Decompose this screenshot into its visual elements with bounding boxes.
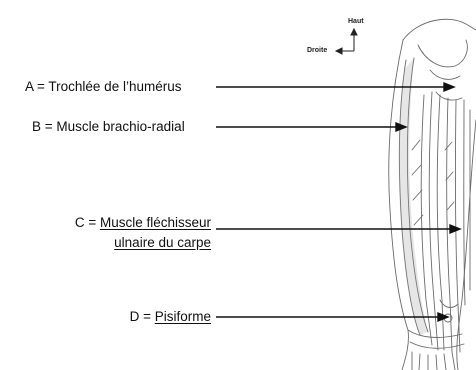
- label-b-prefix: B =: [32, 119, 56, 134]
- label-c: C = Muscle fléchisseur ulnaire du carpe: [75, 213, 211, 253]
- compass-left-label: Droite: [307, 47, 327, 54]
- label-c-prefix: C =: [75, 215, 100, 230]
- label-c-line1: Muscle fléchisseur: [100, 215, 211, 230]
- label-a: A = Trochlée de l’humérus: [25, 79, 181, 95]
- label-c-line2: ulnaire du carpe: [114, 235, 211, 250]
- label-b-text: Muscle brachio-radial: [56, 119, 184, 134]
- compass-up-label: Haut: [348, 18, 364, 25]
- label-d-prefix: D =: [130, 309, 155, 324]
- label-a-text: Trochlée de l’humérus: [48, 79, 181, 94]
- label-b: B = Muscle brachio-radial: [32, 119, 185, 135]
- label-d: D = Pisiforme: [130, 309, 211, 325]
- label-a-prefix: A =: [25, 79, 48, 94]
- label-d-text: Pisiforme: [155, 309, 211, 324]
